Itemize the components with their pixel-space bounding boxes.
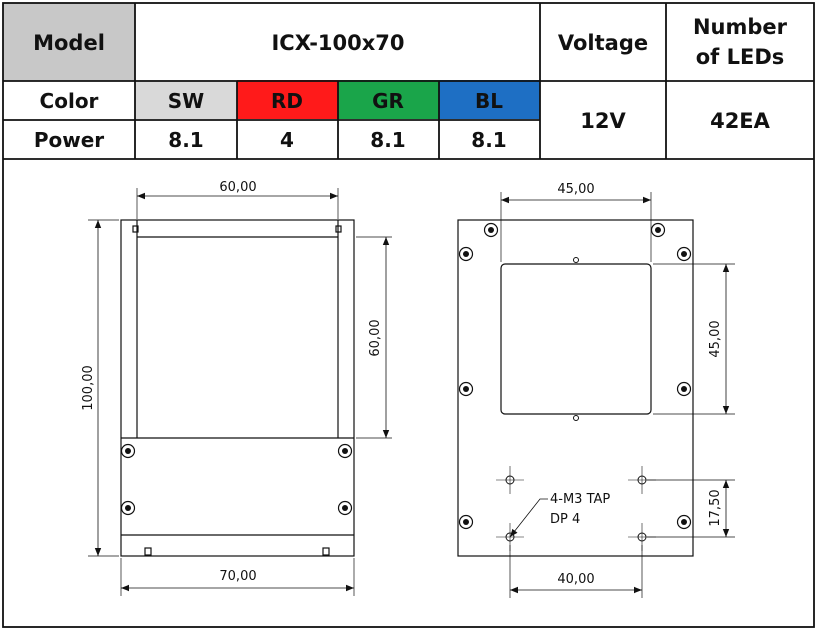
tap-note-line1: 4-M3 TAP bbox=[550, 492, 610, 507]
voltage-value: 12V bbox=[580, 109, 626, 133]
screw-hole-icon bbox=[337, 500, 353, 516]
variant-cell-gr bbox=[338, 80, 439, 119]
variant-power-gr: 8.1 bbox=[370, 128, 405, 152]
variant-code-sw: SW bbox=[168, 89, 204, 113]
screw-hole-icon bbox=[458, 381, 474, 397]
leds-label-line1: Number bbox=[693, 15, 788, 39]
tap-hole-icon bbox=[628, 466, 656, 494]
model-value: ICX-100x70 bbox=[271, 31, 404, 55]
variant-power-rd: 4 bbox=[280, 128, 294, 152]
front-view: 60,00 100,00 60,00 70,00 bbox=[81, 180, 392, 596]
screw-hole-icon bbox=[483, 222, 499, 238]
variant-power-bl: 8.1 bbox=[471, 128, 506, 152]
voltage-label: Voltage bbox=[558, 31, 648, 55]
front-screw-holes bbox=[120, 443, 353, 516]
dim-back-hole-vertical: 17,50 bbox=[708, 489, 723, 526]
dim-front-window-height: 60,00 bbox=[368, 319, 383, 356]
screw-hole-icon bbox=[458, 514, 474, 530]
color-label: Color bbox=[40, 89, 99, 113]
leds-label-line2: of LEDs bbox=[696, 45, 785, 69]
power-label: Power bbox=[34, 128, 104, 152]
variant-code-gr: GR bbox=[372, 89, 404, 113]
variant-power-sw: 8.1 bbox=[168, 128, 203, 152]
dim-front-width-top: 60,00 bbox=[219, 180, 256, 195]
dim-back-hole-horizontal: 40,00 bbox=[557, 572, 594, 587]
model-label-cell bbox=[3, 3, 135, 81]
tap-note-line2: DP 4 bbox=[550, 512, 580, 527]
screw-hole-icon bbox=[120, 500, 136, 516]
screw-hole-icon bbox=[650, 222, 666, 238]
screw-hole-icon bbox=[676, 514, 692, 530]
tap-hole-icon bbox=[496, 523, 524, 551]
dim-front-height: 100,00 bbox=[81, 365, 96, 411]
dim-back-window-height: 45,00 bbox=[708, 320, 723, 357]
variant-cell-bl bbox=[439, 80, 540, 119]
dim-back-window-width: 45,00 bbox=[557, 182, 594, 197]
variant-cell-rd bbox=[237, 80, 338, 119]
model-label: Model bbox=[33, 31, 105, 55]
back-screw-holes bbox=[458, 222, 692, 530]
variant-code-rd: RD bbox=[271, 89, 303, 113]
screw-hole-icon bbox=[458, 246, 474, 262]
variant-code-bl: BL bbox=[475, 89, 503, 113]
tap-hole-icon bbox=[496, 466, 524, 494]
dim-front-width-bottom: 70,00 bbox=[219, 569, 256, 584]
variant-cell-sw bbox=[135, 80, 237, 119]
pin-mark-icon bbox=[573, 257, 579, 263]
screw-hole-icon bbox=[676, 381, 692, 397]
screw-hole-icon bbox=[676, 246, 692, 262]
pin-mark-icon bbox=[573, 415, 579, 421]
screw-hole-icon bbox=[120, 443, 136, 459]
back-view: 45,00 45,00 17,50 40,00 4-M3 TAP DP 4 bbox=[457, 182, 735, 598]
tap-holes bbox=[496, 466, 656, 551]
leds-value: 42EA bbox=[710, 109, 771, 133]
tap-hole-icon bbox=[628, 523, 656, 551]
screw-hole-icon bbox=[337, 443, 353, 459]
